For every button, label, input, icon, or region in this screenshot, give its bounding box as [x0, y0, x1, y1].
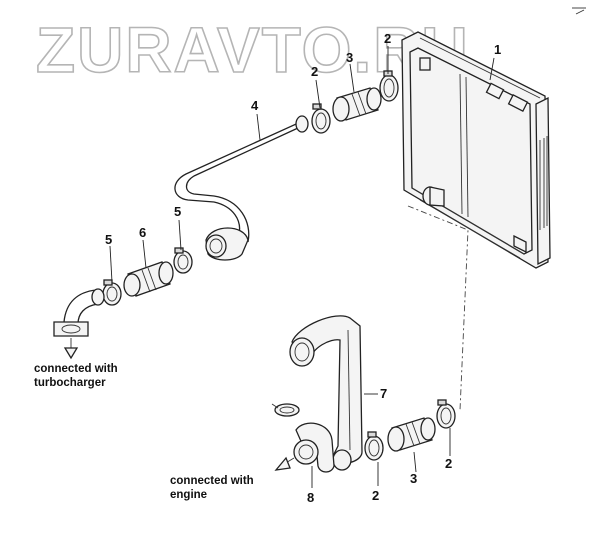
clamp-lower-middle	[364, 431, 384, 461]
clamp-lower-left	[271, 403, 300, 417]
intercooler-pipe	[174, 115, 309, 261]
clamp-top-left	[311, 103, 331, 134]
clamp-lower-right	[436, 399, 456, 429]
radiator-assembly	[401, 7, 586, 269]
callout-3-lower: 3	[410, 471, 417, 486]
turbo-elbow	[53, 288, 105, 360]
note-turbo-line2: turbocharger	[34, 377, 106, 389]
note-engine-line1: connected with	[170, 475, 254, 487]
callout-2-lower-middle: 2	[372, 488, 379, 503]
watermark-text: ZURAVTO.RU	[36, 14, 470, 86]
note-engine-line2: engine	[170, 489, 207, 501]
clamp-left	[102, 279, 122, 306]
leader-lines	[109, 46, 495, 488]
callout-4: 4	[251, 98, 259, 113]
lower-pipe	[289, 315, 363, 471]
callout-2-top-left: 2	[311, 64, 318, 79]
hose-sleeve-lower	[387, 417, 436, 452]
callout-7: 7	[380, 386, 387, 401]
callout-8: 8	[307, 490, 314, 505]
callout-6: 6	[139, 225, 146, 240]
callout-2-top-right: 2	[384, 31, 391, 46]
note-turbo-line1: connected with	[34, 363, 118, 375]
callout-2-lower-right: 2	[445, 456, 452, 471]
connection-dashed-line	[407, 205, 469, 411]
clamp-middle	[173, 247, 193, 274]
callout-1: 1	[494, 42, 501, 57]
callout-3-top: 3	[346, 50, 353, 65]
hose-sleeve-left	[123, 261, 174, 297]
callout-5-middle: 5	[174, 204, 181, 219]
hose-sleeve-top	[332, 87, 382, 122]
callout-5-left: 5	[105, 232, 112, 247]
engine-hose	[274, 422, 335, 473]
